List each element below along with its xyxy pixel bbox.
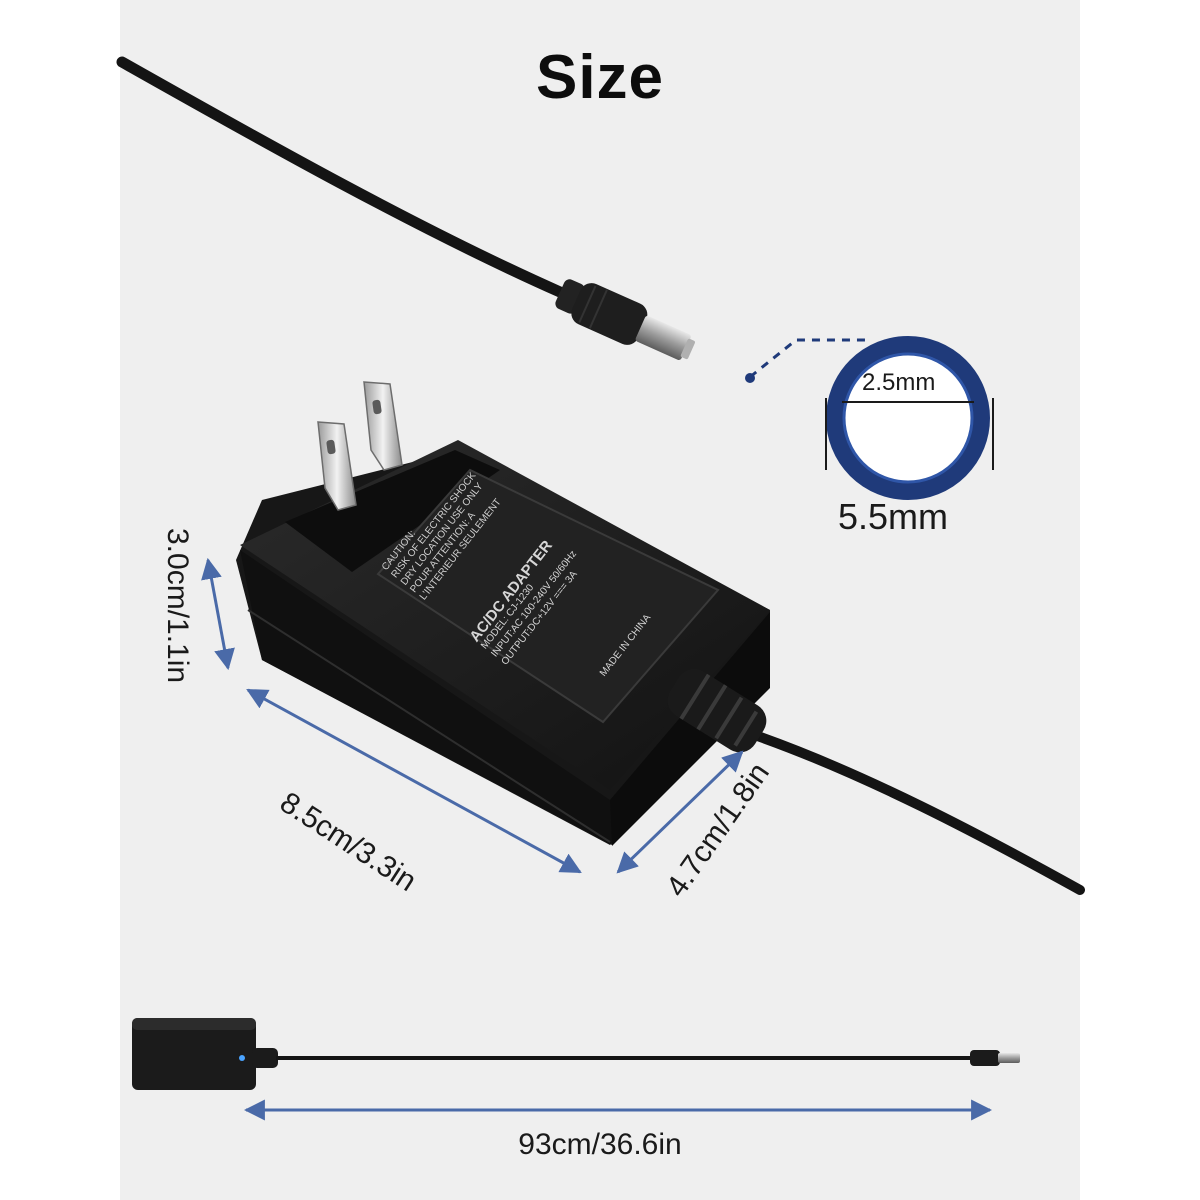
- height-label: 3.0cm/1.1in: [161, 528, 194, 684]
- adapter-cable: [735, 725, 1085, 895]
- plug-prongs: [317, 381, 403, 511]
- callout-connector-line: [749, 338, 865, 379]
- inner-diameter-label: 2.5mm: [862, 369, 936, 396]
- height-dimension-arrow: [201, 557, 235, 671]
- connector-ring-diagram: [825, 336, 994, 500]
- cable-length-label: 93cm/36.6in: [518, 1128, 682, 1161]
- width-dimension-arrow: [616, 750, 744, 874]
- page-title: Size: [535, 43, 665, 112]
- outer-diameter-label: 5.5mm: [838, 496, 949, 537]
- length-dimension-arrow: [246, 688, 582, 874]
- dc-plug: [555, 279, 695, 360]
- full-length-view: [132, 1018, 1020, 1090]
- strain-relief: [667, 668, 767, 753]
- dc-cable-top: [116, 56, 566, 298]
